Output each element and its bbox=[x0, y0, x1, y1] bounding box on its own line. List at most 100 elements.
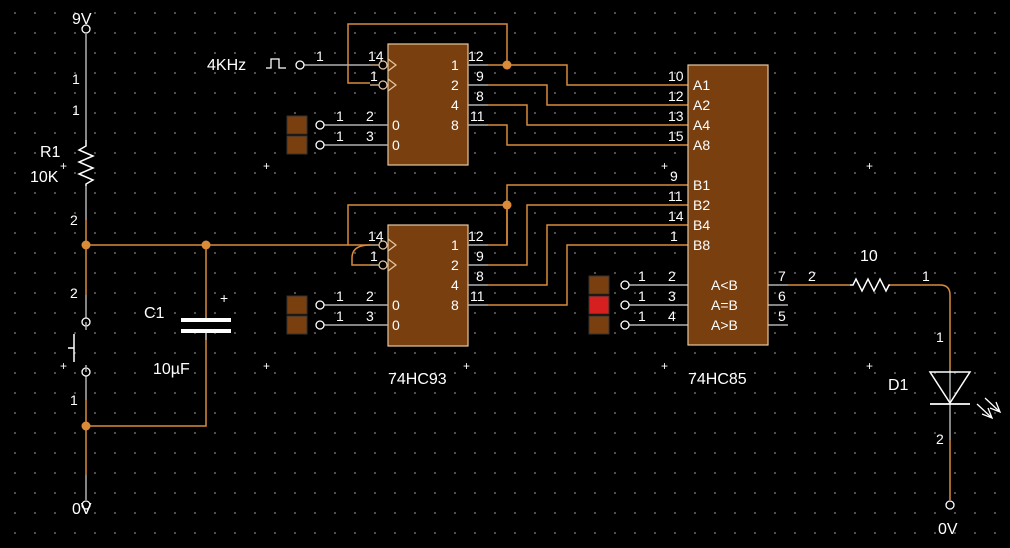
led-d1[interactable]: D1 1 2 bbox=[888, 329, 1002, 447]
resistor-value: 10 bbox=[860, 248, 878, 265]
chip1-out-label: 2 bbox=[451, 77, 459, 93]
switch-pin: 1 bbox=[70, 392, 78, 408]
logic-toggle-group-3[interactable] bbox=[588, 275, 610, 335]
r1-pin: 1 bbox=[72, 102, 80, 118]
chip-counter-2[interactable]: 14 1 1 2 4 8 12 9 8 11 0 0 2 3 1 1 74HC9… bbox=[336, 224, 488, 388]
terminal-0v-right[interactable] bbox=[945, 500, 955, 510]
terminal[interactable] bbox=[315, 140, 325, 150]
wires bbox=[85, 23, 951, 500]
cmp-out-pin: 7 bbox=[778, 268, 786, 284]
cmp-in-pin: 4 bbox=[668, 308, 676, 324]
chip1-reset-pin: 3 bbox=[366, 128, 374, 144]
junction-dot bbox=[502, 60, 512, 70]
c1-value: 10µF bbox=[153, 361, 190, 378]
logic-toggle[interactable] bbox=[286, 135, 308, 155]
cmp-in-pin: 3 bbox=[668, 288, 676, 304]
switch-pin: 2 bbox=[70, 285, 78, 301]
chip2-out-pin: 11 bbox=[470, 288, 485, 304]
cmp-in-pin: 2 bbox=[668, 268, 676, 284]
d1-name: D1 bbox=[888, 377, 909, 394]
capacitor-c1[interactable]: C1 10µF + bbox=[144, 290, 231, 378]
c1-plus: + bbox=[220, 290, 228, 306]
terminal-0v-left[interactable] bbox=[81, 500, 91, 510]
supply-0v-left-label: 0V bbox=[72, 501, 92, 518]
chip2-reset-label: 0 bbox=[392, 297, 400, 313]
chip2-reset-pin: 2 bbox=[366, 288, 374, 304]
chip2-out-pin: 8 bbox=[476, 268, 484, 284]
resistor-r1[interactable]: R1 10K 1 1 2 bbox=[30, 71, 95, 228]
cmp-a-pin: 10 bbox=[668, 68, 684, 84]
chip2-out-label: 2 bbox=[451, 257, 459, 273]
grid-plus-mark: + bbox=[463, 359, 470, 373]
cmp-in-src: 1 bbox=[638, 288, 646, 304]
terminal[interactable] bbox=[620, 320, 630, 330]
terminal-clock[interactable] bbox=[295, 60, 305, 70]
r1-name: R1 bbox=[40, 144, 61, 161]
light-arrow-icon bbox=[984, 397, 1002, 414]
chip-comparator[interactable]: A1 A2 A4 A8 10 12 13 15 B1 B2 B4 B8 9 11… bbox=[638, 64, 786, 388]
chip2-clk-b-pin: 1 bbox=[370, 248, 378, 264]
junction-dot bbox=[201, 240, 211, 250]
chip1-reset-label: 0 bbox=[392, 137, 400, 153]
grid-plus-mark: + bbox=[263, 159, 270, 173]
logic-toggle-high[interactable] bbox=[588, 295, 610, 315]
terminal[interactable] bbox=[315, 300, 325, 310]
logic-toggle-group-1[interactable] bbox=[286, 115, 308, 155]
chip1-reset-pin: 2 bbox=[366, 108, 374, 124]
junction-dot bbox=[81, 240, 91, 250]
cmp-b-pin: 9 bbox=[670, 168, 678, 184]
chip1-out-label: 1 bbox=[451, 57, 459, 73]
logic-toggle[interactable] bbox=[286, 295, 308, 315]
resistor-pin: 2 bbox=[808, 268, 816, 284]
logic-toggle[interactable] bbox=[588, 275, 610, 295]
junction-dot bbox=[502, 200, 512, 210]
clock-source[interactable]: 4KHz 1 bbox=[207, 48, 324, 74]
logic-toggle[interactable] bbox=[286, 115, 308, 135]
chip1-out-label: 8 bbox=[451, 117, 459, 133]
chip2-clk-a-pin: 14 bbox=[368, 228, 384, 244]
cmp-b-label: B1 bbox=[693, 177, 710, 193]
d1-pin: 1 bbox=[936, 329, 944, 345]
cmp-a-pin: 13 bbox=[668, 108, 684, 124]
r1-pin: 1 bbox=[72, 71, 80, 87]
grid-plus-mark: + bbox=[60, 159, 67, 173]
junction-dot bbox=[81, 421, 91, 431]
cmp-in-src: 1 bbox=[638, 308, 646, 324]
chip2-out-label: 4 bbox=[451, 277, 459, 293]
chip-counter-1[interactable]: 14 1 1 2 4 8 12 9 8 11 0 0 2 3 1 1 bbox=[336, 43, 488, 166]
r1-pin: 2 bbox=[70, 212, 78, 228]
chip1-out-pin: 8 bbox=[476, 88, 484, 104]
chip2-reset-label: 0 bbox=[392, 317, 400, 333]
chip1-out-label: 4 bbox=[451, 97, 459, 113]
supply-9v-label: 9V bbox=[72, 11, 92, 28]
terminal[interactable] bbox=[620, 280, 630, 290]
grid-plus-mark: + bbox=[661, 359, 668, 373]
terminal[interactable] bbox=[315, 320, 325, 330]
supply-0v-right-label: 0V bbox=[938, 521, 958, 538]
logic-toggle[interactable] bbox=[588, 315, 610, 335]
chip1-in-pin: 1 bbox=[336, 128, 344, 144]
terminal[interactable] bbox=[620, 300, 630, 310]
chip1-in-pin: 1 bbox=[336, 108, 344, 124]
resistor-output[interactable]: 10 2 1 bbox=[808, 248, 930, 293]
push-switch[interactable]: 2 1 bbox=[68, 285, 87, 408]
resistor-pin: 1 bbox=[922, 268, 930, 284]
leads bbox=[85, 34, 951, 500]
logic-toggle[interactable] bbox=[286, 315, 308, 335]
terminal[interactable] bbox=[315, 120, 325, 130]
clock-pin: 1 bbox=[316, 48, 324, 64]
chip2-in-pin: 1 bbox=[336, 288, 344, 304]
grid-plus-mark: + bbox=[661, 159, 668, 173]
chip2-out-label: 8 bbox=[451, 297, 459, 313]
cmp-a-label: A2 bbox=[693, 97, 710, 113]
terminal-9v[interactable] bbox=[81, 24, 91, 34]
cmp-a-pin: 15 bbox=[668, 128, 684, 144]
cmp-in-label: A=B bbox=[711, 297, 738, 313]
grid-plus-mark: + bbox=[60, 359, 67, 373]
cmp-in-src: 1 bbox=[638, 268, 646, 284]
logic-toggle-group-2[interactable] bbox=[286, 295, 308, 335]
chip1-out-pin: 11 bbox=[470, 108, 485, 124]
chip2-reset-pin: 3 bbox=[366, 308, 374, 324]
